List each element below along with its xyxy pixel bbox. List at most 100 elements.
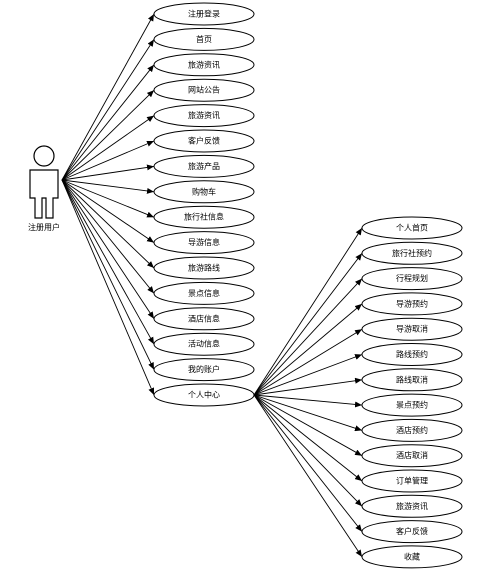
center-association-line [253, 354, 363, 396]
actor-association-line [61, 164, 155, 181]
center-use-case-ellipse [361, 317, 463, 341]
center-association-line [253, 303, 363, 396]
center-use-case-label: 旅行社预约 [392, 248, 432, 258]
main-use-cases: 注册登录首页旅游资讯网站公告旅游资讯客户反馈旅游产品购物车旅行社信息导游信息旅游… [153, 2, 255, 407]
actor-association-line [61, 179, 155, 294]
center-use-case-label: 路线预约 [396, 349, 428, 359]
center-use-case-ellipse [361, 368, 463, 392]
center-use-case-label: 酒店预约 [396, 425, 428, 435]
center-use-case: 旅行社预约 [361, 241, 463, 265]
center-use-case: 行程规划 [361, 267, 463, 291]
actor-label: 注册用户 [28, 222, 60, 232]
center-association-line [253, 227, 363, 396]
center-use-case-ellipse [361, 216, 463, 240]
center-use-case-label: 路线取消 [396, 374, 428, 384]
center-use-case-ellipse [361, 267, 463, 291]
actor-association-line [61, 179, 155, 218]
main-use-case-label: 注册登录 [188, 9, 220, 19]
center-use-case-label: 个人首页 [396, 223, 428, 233]
center-use-case-ellipse [361, 494, 463, 518]
main-use-case-label: 客户反馈 [188, 136, 220, 146]
center-use-case-label: 旅游资讯 [396, 501, 428, 511]
main-use-case: 导游信息 [153, 231, 255, 255]
main-use-case: 首页 [153, 27, 255, 51]
center-use-case: 酒店预约 [361, 418, 463, 442]
main-use-case-label: 导游信息 [188, 237, 220, 247]
center-use-case-label: 导游预约 [396, 298, 428, 308]
actor-association-line [61, 64, 155, 181]
center-use-case: 酒店取消 [361, 444, 463, 468]
main-use-case-ellipse [153, 2, 255, 26]
center-use-case: 客户反馈 [361, 520, 463, 544]
center-use-case-ellipse [361, 393, 463, 417]
actor-association-line [61, 179, 155, 243]
actor-association-line [61, 115, 155, 181]
main-use-case-label: 我的账户 [188, 364, 220, 374]
center-use-case-ellipse [361, 241, 463, 265]
actor-association-line [61, 179, 155, 269]
association-lines [61, 13, 363, 558]
center-use-case-label: 订单管理 [396, 476, 428, 486]
main-use-case-label: 旅游产品 [188, 161, 220, 171]
main-use-case-label: 旅游资讯 [188, 110, 220, 120]
main-use-case-label: 网站公告 [188, 85, 220, 95]
main-use-case: 酒店信息 [153, 307, 255, 331]
center-association-line [253, 394, 363, 507]
center-use-case-ellipse [361, 343, 463, 366]
center-association-line [253, 394, 363, 482]
main-use-case-label: 活动信息 [188, 339, 220, 349]
center-association-line [253, 394, 363, 457]
main-use-case-ellipse [153, 358, 255, 382]
actor-head [33, 145, 55, 167]
center-use-case-ellipse [361, 520, 463, 544]
center-use-case: 导游取消 [361, 317, 463, 341]
center-use-case: 景点预约 [361, 393, 463, 417]
personal-center-use-cases: 个人首页旅行社预约行程规划导游预约导游取消路线预约路线取消景点预约酒店预约酒店取… [361, 216, 463, 569]
actor-association-line [61, 13, 155, 181]
main-use-case-ellipse [153, 332, 255, 356]
actor-association-line [61, 179, 155, 194]
center-use-case: 路线预约 [361, 343, 463, 366]
main-use-case-ellipse [153, 27, 255, 51]
main-use-case: 客户反馈 [153, 129, 255, 153]
main-use-case-ellipse [153, 231, 255, 255]
center-use-case: 收藏 [361, 545, 463, 569]
main-use-case-label: 购物车 [192, 186, 216, 196]
center-use-case: 个人首页 [361, 216, 463, 240]
main-use-case: 旅行社信息 [153, 205, 255, 229]
main-use-case: 注册登录 [153, 2, 255, 26]
center-association-line [253, 278, 363, 396]
main-use-case: 旅游路线 [153, 256, 255, 280]
actor-association-line [61, 89, 155, 181]
center-use-case: 订单管理 [361, 469, 463, 493]
center-use-case-ellipse [361, 444, 463, 468]
actor-association-line [61, 39, 155, 181]
main-use-case: 旅游资讯 [153, 104, 255, 128]
main-use-case: 购物车 [153, 180, 255, 204]
main-use-case-label: 景点信息 [188, 288, 220, 298]
center-use-case-ellipse [361, 292, 463, 316]
main-use-case-label: 酒店信息 [188, 313, 220, 323]
center-use-case-ellipse [361, 545, 463, 569]
main-use-case-label: 首页 [196, 34, 212, 44]
center-use-case-ellipse [361, 418, 463, 442]
actor-association-line [61, 140, 155, 181]
main-use-case-ellipse [153, 154, 255, 178]
main-use-case: 个人中心 [153, 383, 255, 407]
actor-association-line [61, 179, 155, 370]
actor-association-line [61, 179, 155, 320]
main-use-case: 网站公告 [153, 78, 255, 102]
actor-association-line [61, 179, 155, 396]
center-association-line [253, 394, 363, 432]
main-use-case-ellipse [153, 53, 255, 77]
actor-registered-user: 注册用户 [28, 145, 60, 232]
main-use-case-label: 个人中心 [188, 390, 220, 400]
main-use-case-label: 旅游资讯 [188, 59, 220, 69]
center-association-line [253, 377, 363, 396]
center-use-case-label: 收藏 [404, 551, 420, 561]
main-use-case-ellipse [153, 383, 255, 407]
center-use-case: 路线取消 [361, 368, 463, 392]
main-use-case: 旅游产品 [153, 154, 255, 178]
main-use-case-ellipse [153, 205, 255, 229]
